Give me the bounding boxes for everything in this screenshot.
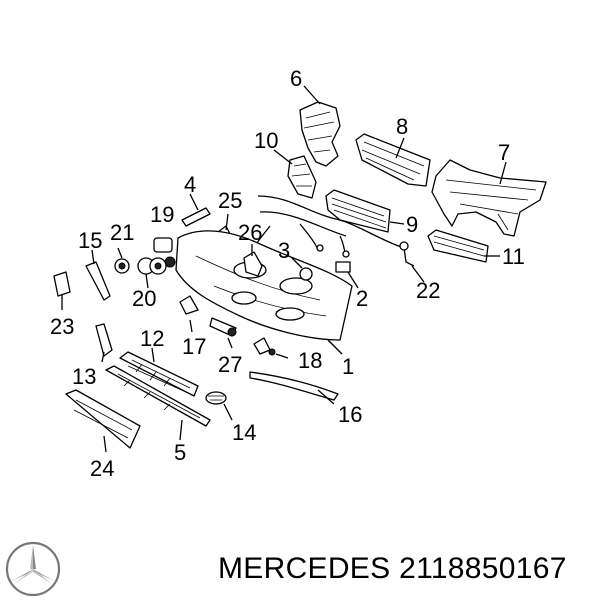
part-5-grille <box>105 365 211 441</box>
part-16-trim <box>249 371 339 405</box>
callout-23: 23 <box>50 314 74 339</box>
callout-22: 22 <box>416 278 440 303</box>
callout-17: 17 <box>182 334 206 359</box>
callout-4: 4 <box>184 172 196 197</box>
callout-19: 19 <box>150 202 174 227</box>
part-9-grille <box>325 189 405 233</box>
part-8-panel <box>355 133 431 187</box>
part-19-sensor <box>153 237 176 268</box>
part-17-bracket <box>179 295 199 333</box>
part-6-bracket <box>299 85 341 167</box>
callout-25: 25 <box>218 188 242 213</box>
callout-9: 9 <box>406 212 418 237</box>
callout-7: 7 <box>498 140 510 165</box>
part-4-strip <box>181 193 211 227</box>
part-27-fitting <box>209 317 237 349</box>
part-26-bracket <box>243 244 263 277</box>
part-22-sensor <box>411 265 425 283</box>
callout-21: 21 <box>110 220 134 245</box>
callout-1: 1 <box>342 354 354 379</box>
callout-12: 12 <box>140 326 164 351</box>
part-12-grille <box>119 347 199 397</box>
part-18-sensor <box>253 337 289 359</box>
callout-14: 14 <box>232 420 256 445</box>
callout-24: 24 <box>90 456 114 481</box>
part-20-sensor <box>137 257 167 289</box>
mercedes-star-logo <box>5 541 61 597</box>
callout-18: 18 <box>298 348 322 373</box>
part-13-trim <box>95 323 113 363</box>
callout-2: 2 <box>356 286 368 311</box>
callout-11: 11 <box>502 244 525 269</box>
part-21-sensor <box>114 247 130 274</box>
callout-5: 5 <box>174 440 186 465</box>
callout-10: 10 <box>254 128 278 153</box>
callout-6: 6 <box>290 66 302 91</box>
brand-name: MERCEDES <box>218 552 391 585</box>
footer-caption: MERCEDES 2118850167 <box>218 552 567 586</box>
callout-13: 13 <box>72 364 96 389</box>
callout-16: 16 <box>338 402 362 427</box>
part-3-clip <box>291 257 313 281</box>
callout-26: 26 <box>238 220 262 245</box>
part-11-grille <box>427 229 500 263</box>
part-15-strip <box>85 249 111 301</box>
callout-15: 15 <box>78 228 102 253</box>
part-23-bracket <box>53 271 71 310</box>
part-number: 2118850167 <box>399 552 567 585</box>
part-2-clip <box>335 261 359 289</box>
callout-27: 27 <box>218 352 242 377</box>
callout-3: 3 <box>278 238 290 263</box>
callout-8: 8 <box>396 114 408 139</box>
part-7-bracket <box>431 159 547 237</box>
part-24-plate <box>65 389 141 453</box>
part-10-bracket <box>273 149 317 199</box>
callout-20: 20 <box>132 286 156 311</box>
part-wiring-harness <box>251 195 415 267</box>
part-14-insert <box>205 391 233 421</box>
